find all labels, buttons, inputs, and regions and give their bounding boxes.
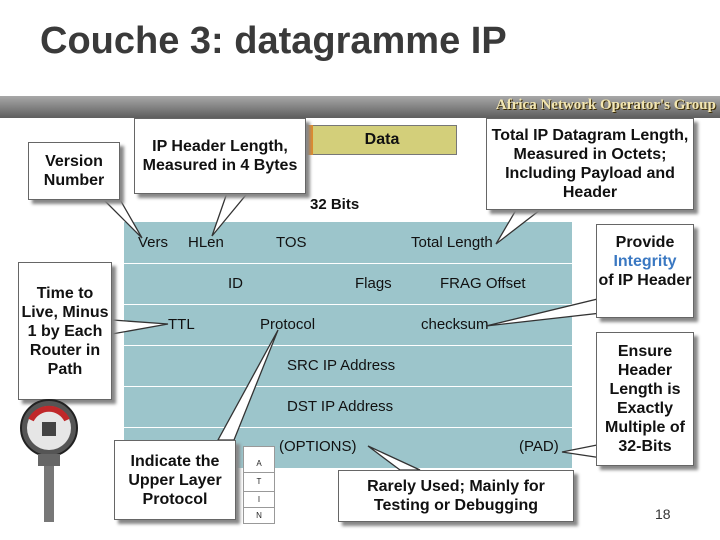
callout-options: Rarely Used; Mainly for Testing or Debug… bbox=[338, 470, 574, 522]
field-tos: TOS bbox=[276, 234, 307, 251]
side-letter-divider bbox=[244, 472, 274, 473]
pointer-hlen bbox=[211, 189, 252, 237]
row-divider bbox=[124, 345, 572, 346]
field-src-ip: SRC IP Address bbox=[287, 357, 396, 374]
field-frag-offset: FRAG Offset bbox=[440, 275, 526, 292]
logo-text: Africa Network Operator's Group bbox=[495, 97, 716, 113]
data-label: Data bbox=[364, 131, 400, 148]
checksum-line-3: of IP Header bbox=[598, 272, 692, 289]
row-divider bbox=[124, 386, 572, 387]
side-letter: A bbox=[256, 459, 262, 468]
callout-upper-layer: Indicate the Upper Layer Protocol bbox=[114, 440, 236, 520]
side-letter-divider bbox=[244, 491, 274, 492]
field-pad: (PAD) bbox=[519, 438, 559, 455]
row-divider bbox=[124, 263, 572, 264]
side-letter: N bbox=[256, 511, 262, 520]
field-flags: Flags bbox=[355, 275, 392, 292]
field-vers: Vers bbox=[138, 234, 169, 251]
row-divider bbox=[124, 427, 572, 428]
field-ttl: TTL bbox=[168, 316, 195, 333]
data-box-edge bbox=[307, 125, 313, 155]
field-id: ID bbox=[228, 275, 243, 292]
pointer-protocol bbox=[216, 329, 279, 441]
side-letter-divider bbox=[244, 507, 274, 508]
pointer-total-length bbox=[495, 209, 542, 245]
side-letter: I bbox=[257, 495, 261, 504]
field-dst-ip: DST IP Address bbox=[287, 398, 394, 415]
checksum-line-1: Provide bbox=[615, 234, 675, 251]
row-divider bbox=[124, 304, 572, 305]
checksum-highlight: Integrity bbox=[613, 253, 677, 270]
header-band bbox=[0, 96, 720, 118]
field-hlen: HLen bbox=[188, 234, 224, 251]
pointer-checksum bbox=[485, 295, 611, 327]
callout-ttl: Time to Live, Minus 1 by Each Router in … bbox=[18, 262, 112, 400]
callout-total-length: Total IP Datagram Length, Measured in Oc… bbox=[486, 118, 694, 210]
callout-checksum: Provide Integrity of IP Header bbox=[596, 224, 694, 318]
side-letter-column: A T I N bbox=[243, 446, 275, 524]
field-options: (OPTIONS) bbox=[279, 438, 357, 455]
parking-meter-icon bbox=[20, 399, 78, 522]
pointer-options bbox=[367, 445, 421, 471]
callout-version-number: Version Number bbox=[28, 142, 120, 200]
pointer-ttl bbox=[111, 319, 169, 335]
slide-title: Couche 3: datagramme IP bbox=[40, 20, 507, 62]
width-label: 32 Bits bbox=[310, 196, 360, 213]
callout-header-length: IP Header Length, Measured in 4 Bytes bbox=[134, 118, 306, 194]
side-letter: T bbox=[256, 477, 262, 486]
callout-padding: Ensure Header Length is Exactly Multiple… bbox=[596, 332, 694, 466]
field-protocol: Protocol bbox=[260, 316, 316, 333]
page-number: 18 bbox=[655, 506, 671, 522]
field-total-length: Total Length bbox=[411, 234, 493, 251]
data-box bbox=[307, 125, 457, 155]
field-checksum: checksum bbox=[421, 316, 489, 333]
pointer-version bbox=[98, 195, 143, 239]
